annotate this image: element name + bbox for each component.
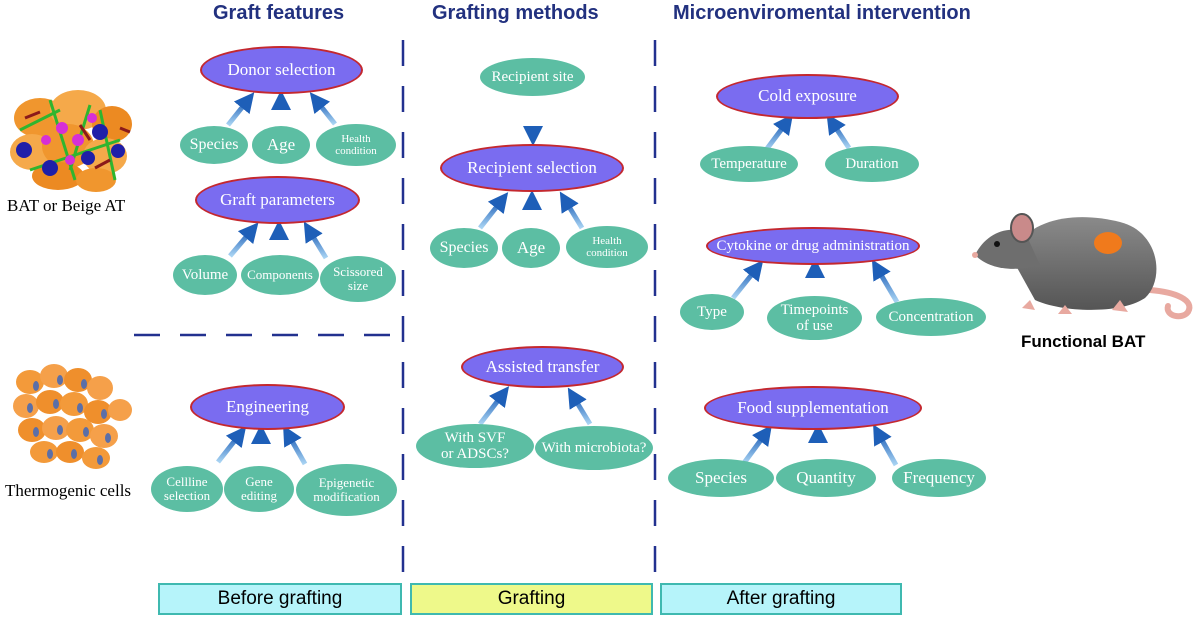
oval-cold-exposure: Cold exposure (716, 74, 899, 119)
oval-with-svf: With SVF or ADSCs? (416, 424, 534, 468)
label-bat-beige: BAT or Beige AT (7, 196, 126, 215)
epigenetic-line1: Epigenetic (318, 474, 375, 490)
arrow-epigenetic-to-engineering (283, 425, 308, 466)
oval-donor-species: Species (180, 126, 248, 164)
oval-recipient-age: Age (502, 228, 560, 268)
donor-health-line1: Health (341, 132, 371, 145)
oval-donor-health: Health condition (316, 124, 396, 166)
stage-after-grafting: After grafting (660, 583, 902, 615)
svf-line2: or ADSCs? (441, 446, 509, 462)
arrow-cellline-to-engineering (216, 426, 247, 464)
recipient-health-line1: Health (592, 234, 622, 247)
header-grafting-methods: Grafting methods (432, 2, 599, 24)
timepoints-line1: Timepoints (780, 301, 849, 318)
oval-food-supplementation: Food supplementation (704, 386, 922, 430)
arrow-duration-to-cold (826, 113, 852, 150)
arrow-scissored-to-graft (303, 221, 329, 260)
arrows (216, 90, 900, 467)
oval-donor-selection: Donor selection (200, 46, 363, 94)
gene-line1: Gene (245, 473, 273, 489)
arrow-type-to-cytokine (731, 260, 764, 300)
thermogenic-cells-illustration (13, 364, 132, 469)
oval-graft-scissored: Scissored size (320, 256, 396, 302)
oval-timepoints-of-use: Timepoints of use (767, 296, 862, 340)
cellline-line2: selection (163, 488, 211, 503)
oval-recipient-species: Species (430, 228, 498, 268)
label-functional-bat: Functional BAT (1021, 332, 1146, 351)
bat-tissue-illustration (10, 90, 132, 192)
timepoints-line2: of use (796, 318, 833, 334)
gene-line2: editing (240, 488, 278, 503)
oval-cellline-selection: Cellline selection (151, 466, 223, 512)
stage-grafting: Grafting (410, 583, 653, 615)
oval-cytokine-administration: Cytokine or drug administration (706, 227, 920, 265)
cellline-line1: Cellline (166, 473, 208, 489)
arrow-temperature-to-cold (764, 114, 793, 152)
oval-recipient-selection: Recipient selection (440, 144, 624, 192)
oval-donor-age: Age (252, 126, 310, 164)
arrow-microbiota-to-assisted (567, 387, 593, 426)
recipient-health-line2: condition (586, 247, 628, 259)
oval-concentration: Concentration (876, 298, 986, 336)
header-microenvironmental-intervention: Microenviromental intervention (673, 2, 971, 24)
oval-gene-editing: Gene editing (224, 466, 294, 512)
oval-graft-parameters: Graft parameters (195, 176, 360, 224)
arrow-health-to-recipient (559, 191, 585, 230)
oval-duration: Duration (825, 146, 919, 182)
arrow-svf-to-assisted (478, 386, 510, 426)
oval-engineering: Engineering (190, 384, 345, 430)
arrow-species-to-food (741, 424, 772, 465)
arrow-volume-to-graft (228, 222, 259, 258)
arrow-species-to-recipient (478, 192, 509, 230)
rat-illustration (972, 213, 1193, 320)
oval-quantity: Quantity (776, 459, 876, 497)
oval-temperature: Temperature (700, 146, 798, 182)
oval-type: Type (680, 294, 744, 330)
header-graft-features: Graft features (213, 2, 345, 24)
arrow-concentration-to-cytokine (871, 259, 900, 304)
oval-graft-components: Components (241, 255, 319, 295)
oval-epigenetic-modification: Epigenetic modification (296, 464, 397, 516)
arrow-health-to-donor (309, 92, 337, 126)
oval-assisted-transfer: Assisted transfer (461, 346, 624, 388)
oval-recipient-site: Recipient site (480, 58, 585, 96)
donor-health-line2: condition (335, 145, 377, 157)
scissored-line2: size (347, 278, 369, 293)
label-thermogenic-cells: Thermogenic cells (5, 481, 132, 500)
oval-frequency: Frequency (892, 459, 986, 497)
oval-recipient-health: Health condition (566, 226, 648, 268)
oval-food-species: Species (668, 459, 774, 497)
arrow-species-to-donor (226, 92, 255, 127)
scissored-line1: Scissored (333, 263, 383, 279)
svf-line1: With SVF (444, 429, 506, 446)
epigenetic-line2: modification (313, 489, 380, 504)
oval-with-microbiota: With microbiota? (535, 426, 653, 470)
oval-graft-volume: Volume (173, 255, 237, 295)
arrow-frequency-to-food (873, 424, 899, 467)
stage-before-grafting: Before grafting (158, 583, 402, 615)
